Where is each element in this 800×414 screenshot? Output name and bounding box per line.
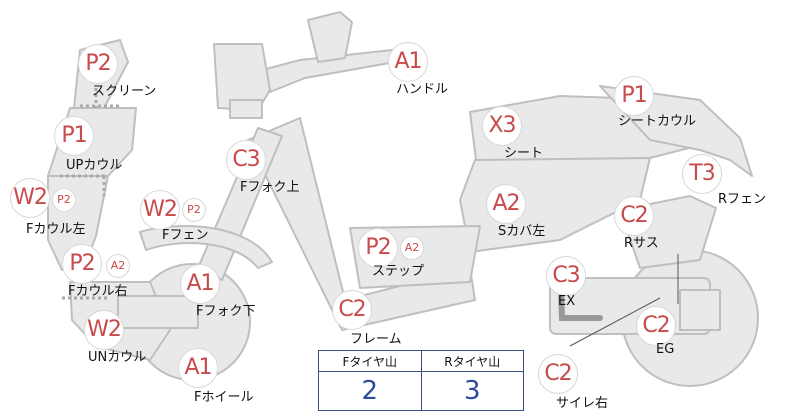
code-badge: C2 <box>538 354 578 394</box>
part-name: Fホイール <box>194 390 254 405</box>
code-badge: C3 <box>546 256 586 296</box>
part-name: UPカウル <box>66 158 123 173</box>
value-front-tire: 2 <box>318 371 422 411</box>
part-name: Fフェン <box>162 228 209 243</box>
code-badge-secondary: P2 <box>52 188 76 212</box>
code-badge: C2 <box>614 196 654 236</box>
code-badge: W2 <box>140 190 180 230</box>
code-badge: C2 <box>636 306 676 346</box>
code-badge: W2 <box>10 178 50 218</box>
code-badge: A2 <box>486 184 526 224</box>
code-badge: P1 <box>54 116 94 156</box>
code-badge-secondary: P2 <box>182 198 206 222</box>
code-badge: P2 <box>62 244 102 284</box>
tire-tread-table: Fタイヤ山 Rタイヤ山 2 3 <box>318 350 524 411</box>
part-name: UNカウル <box>88 350 147 365</box>
code-badge-secondary: A2 <box>106 254 130 278</box>
part-name: EX <box>558 294 576 309</box>
part-name: シート <box>504 146 544 161</box>
part-name: Fフォク上 <box>240 180 300 195</box>
code-badge: X3 <box>482 106 522 146</box>
part-name: Fカウル左 <box>26 222 86 237</box>
code-badge-secondary: A2 <box>400 236 424 260</box>
part-name: Fカウル右 <box>68 284 128 299</box>
part-name: EG <box>656 342 675 357</box>
part-name: スクリーン <box>92 84 157 99</box>
part-name: ステップ <box>372 264 425 279</box>
code-badge: W2 <box>84 310 124 350</box>
value-rear-tire: 3 <box>420 371 524 411</box>
code-badge: C3 <box>226 140 266 180</box>
code-badge: P2 <box>78 44 118 84</box>
code-badge: P2 <box>358 228 398 268</box>
code-badge: T3 <box>682 154 722 194</box>
part-name: Rフェン <box>718 192 767 207</box>
code-badge: A1 <box>178 348 218 388</box>
code-badge: A1 <box>180 264 220 304</box>
part-name: サイレ右 <box>556 396 609 411</box>
code-badge: P1 <box>614 76 654 116</box>
part-name: Rサス <box>624 236 659 251</box>
part-name: Sカバ左 <box>498 224 546 239</box>
code-badge: A1 <box>388 42 428 82</box>
header-rear-tire: Rタイヤ山 <box>420 350 524 372</box>
code-badge: C2 <box>332 290 372 330</box>
part-name: フレーム <box>350 332 402 347</box>
part-name: Fフォク下 <box>196 304 256 319</box>
header-front-tire: Fタイヤ山 <box>318 350 422 372</box>
part-name: ハンドル <box>396 82 449 97</box>
part-name: シートカウル <box>618 114 697 129</box>
